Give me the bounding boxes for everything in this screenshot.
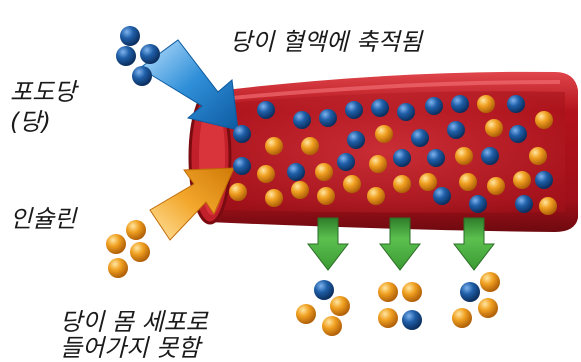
insulin-molecule <box>291 181 309 199</box>
glucose-molecule <box>402 310 422 330</box>
insulin-molecule <box>265 189 283 207</box>
insulin-molecule <box>393 175 411 193</box>
glucose-molecule <box>233 157 251 175</box>
insulin-molecule <box>317 187 335 205</box>
glucose-molecule <box>393 149 411 167</box>
glucose-molecule <box>451 95 469 113</box>
insulin-molecule <box>539 197 557 215</box>
insulin-molecule <box>296 304 316 324</box>
insulin-molecule <box>477 95 495 113</box>
insulin-molecule <box>529 147 547 165</box>
insulin-molecule <box>315 163 333 181</box>
insulin-molecule <box>343 175 361 193</box>
glucose-molecule <box>371 99 389 117</box>
bottom-label-line2: 들어가지 못함 <box>60 334 200 362</box>
insulin-molecule <box>419 173 437 191</box>
glucose-molecule <box>447 121 465 139</box>
glucose-molecule <box>433 187 451 205</box>
insulin-molecule <box>130 242 150 262</box>
insulin-molecule <box>257 165 275 183</box>
insulin-molecule <box>106 234 126 254</box>
insulin-molecule <box>402 282 422 302</box>
insulin-molecule <box>478 298 498 318</box>
glucose-molecule <box>535 171 553 189</box>
glucose-molecule <box>293 111 311 129</box>
glucose-molecule <box>345 101 363 119</box>
glucose-molecule <box>481 147 499 165</box>
insulin-molecule <box>459 173 477 191</box>
glucose-molecule <box>132 66 152 86</box>
insulin-molecule <box>367 187 385 205</box>
glucose-molecule <box>233 125 251 143</box>
glucose-molecule <box>425 97 443 115</box>
glucose-molecule <box>120 26 140 46</box>
glucose-molecule <box>509 125 527 143</box>
insulin-molecule <box>108 258 128 278</box>
insulin-molecule <box>378 282 398 302</box>
insulin-molecule <box>455 147 473 165</box>
glucose-molecule <box>411 129 429 147</box>
insulin-molecule <box>375 125 393 143</box>
glucose-molecule <box>427 149 445 167</box>
glucose-molecule-cluster-top <box>116 26 160 86</box>
glucose-molecule <box>140 44 160 64</box>
glucose-molecule <box>347 131 365 149</box>
molecule-cluster-below-2 <box>378 282 422 330</box>
glucose-molecule <box>469 195 487 213</box>
insulin-molecule <box>301 137 319 155</box>
glucose-label-line2: (당) <box>10 108 51 136</box>
green-down-arrows <box>308 218 494 270</box>
molecule-cluster-below-3 <box>452 272 500 328</box>
glucose-molecule <box>314 280 334 300</box>
insulin-molecule <box>322 316 342 336</box>
glucose-molecule <box>319 109 337 127</box>
insulin-molecule <box>369 155 387 173</box>
insulin-molecule <box>330 296 350 316</box>
bottom-label-line1: 당이 몸 세포로 <box>60 308 208 336</box>
glucose-molecule <box>116 46 136 66</box>
insulin-molecule <box>535 111 553 129</box>
insulin-molecule-cluster-left <box>106 220 150 278</box>
glucose-label-line1: 포도당 <box>10 78 76 106</box>
insulin-molecule <box>378 308 398 328</box>
insulin-molecule <box>229 183 247 201</box>
glucose-molecule <box>460 282 480 302</box>
insulin-molecule <box>513 171 531 189</box>
insulin-molecule <box>487 177 505 195</box>
glucose-molecule <box>507 95 525 113</box>
glucose-molecule <box>397 103 415 121</box>
insulin-molecule <box>480 272 500 292</box>
molecule-cluster-below-1 <box>296 280 350 336</box>
insulin-molecule <box>126 220 146 240</box>
title-label: 당이 혈액에 축적됨 <box>230 28 422 56</box>
glucose-molecule <box>515 195 533 213</box>
insulin-molecule <box>265 137 283 155</box>
insulin-label: 인슐린 <box>10 205 76 233</box>
insulin-molecule <box>452 308 472 328</box>
glucose-molecule <box>257 101 275 119</box>
glucose-molecule <box>337 153 355 171</box>
glucose-molecule <box>287 163 305 181</box>
insulin-molecule <box>485 119 503 137</box>
